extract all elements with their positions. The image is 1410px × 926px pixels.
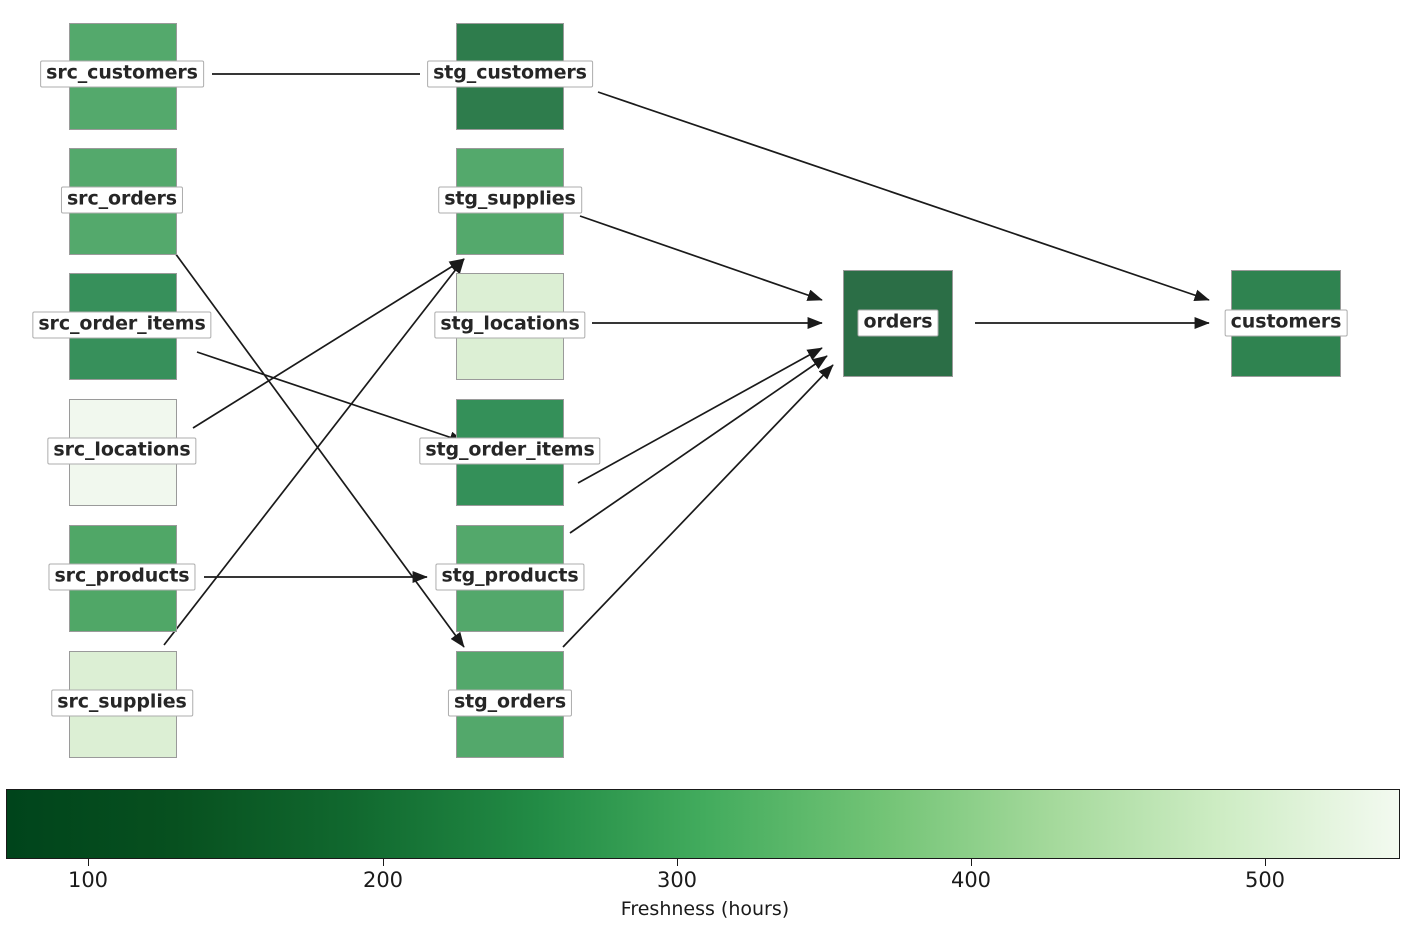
colorbar-tick-200 [383,859,384,866]
node-label-orders[interactable]: orders [857,309,939,337]
edge-layer [163,73,1210,648]
node-label-stg_supplies[interactable]: stg_supplies [438,186,582,214]
node-label-src_customers[interactable]: src_customers [40,60,204,88]
node-label-stg_customers[interactable]: stg_customers [427,60,593,88]
node-label-src_orders[interactable]: src_orders [60,186,184,214]
colorbar-axis-label: Freshness (hours) [620,898,790,920]
node-label-src_supplies[interactable]: src_supplies [51,689,193,717]
colorbar-gradient [6,789,1400,859]
colorbar-tick-label-400: 400 [950,868,992,892]
edge-src_order_items-to-stg_order_items [196,351,465,444]
edge-stg_products-to-orders [569,355,828,534]
node-label-src_order_items[interactable]: src_order_items [32,311,212,339]
node-label-stg_products[interactable]: stg_products [435,563,585,591]
colorbar-tick-label-200: 200 [362,868,404,892]
edge-src_locations-to-stg_locations [192,258,465,429]
colorbar-tick-label-500: 500 [1244,868,1286,892]
colorbar-tick-label-300: 300 [656,868,698,892]
node-label-src_products[interactable]: src_products [48,563,196,591]
colorbar-tick-100 [88,859,89,866]
edge-stg_order_items-to-orders [577,347,823,484]
node-label-stg_locations[interactable]: stg_locations [434,311,586,339]
colorbar-tick-500 [1265,859,1266,866]
node-label-stg_orders[interactable]: stg_orders [447,689,573,717]
node-label-src_locations[interactable]: src_locations [47,437,197,465]
edge-stg_supplies-to-orders [579,215,823,301]
colorbar: 100 200 300 400 500 Freshness (hours) [0,775,1410,926]
colorbar-tick-300 [677,859,678,866]
edge-stg_customers-to-customers [597,91,1210,301]
node-label-stg_order_items[interactable]: stg_order_items [419,437,601,465]
colorbar-tick-label-100: 100 [67,868,109,892]
node-label-customers[interactable]: customers [1224,309,1348,337]
colorbar-tick-400 [971,859,972,866]
edge-stg_orders-to-orders [562,364,834,648]
